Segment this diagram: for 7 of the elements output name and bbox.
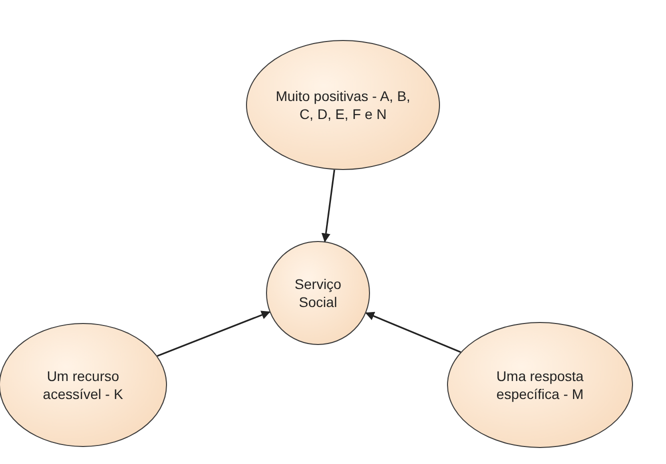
- node-label: Um recurso acessível - K: [42, 367, 124, 403]
- node-label: Muito positivas - A, B, C, D, E, F e N: [274, 87, 412, 123]
- arrow: [365, 312, 461, 353]
- node-label: Serviço Social: [294, 275, 342, 311]
- arrow: [156, 310, 270, 357]
- node-label: Uma resposta específica - M: [495, 367, 585, 403]
- arrow: [321, 170, 336, 242]
